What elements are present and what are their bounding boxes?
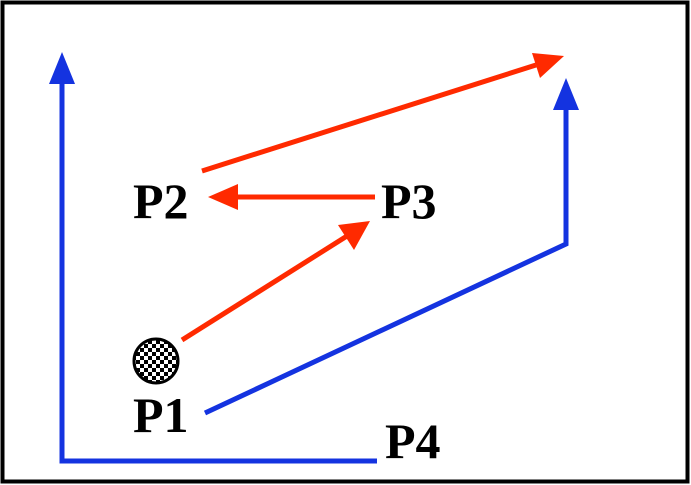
blue-path-left bbox=[49, 52, 377, 464]
node-label-p2: P2 bbox=[133, 173, 189, 229]
node-label-p3: P3 bbox=[381, 173, 437, 229]
red-arrow-p1-p3 bbox=[180, 221, 370, 343]
red-arrow-p2-topright bbox=[201, 53, 564, 174]
red-arrowhead-p2 bbox=[208, 184, 238, 210]
red-line-p1-p3 bbox=[180, 233, 349, 343]
red-arrowhead-p3 bbox=[338, 221, 370, 250]
blue-arrowhead-left bbox=[49, 52, 75, 84]
red-line-p2-topright bbox=[201, 62, 537, 174]
node-label-p1: P1 bbox=[133, 387, 189, 443]
blue-path-right bbox=[203, 78, 579, 416]
node-label-p4: P4 bbox=[385, 413, 441, 469]
blue-arrowhead-right bbox=[553, 78, 579, 110]
red-arrowhead-topright bbox=[532, 53, 564, 78]
red-arrow-p3-p2 bbox=[208, 184, 375, 210]
blue-path-right-line bbox=[203, 108, 569, 416]
checkered-ball-icon bbox=[132, 337, 180, 385]
blue-path-left-line bbox=[59, 82, 377, 464]
